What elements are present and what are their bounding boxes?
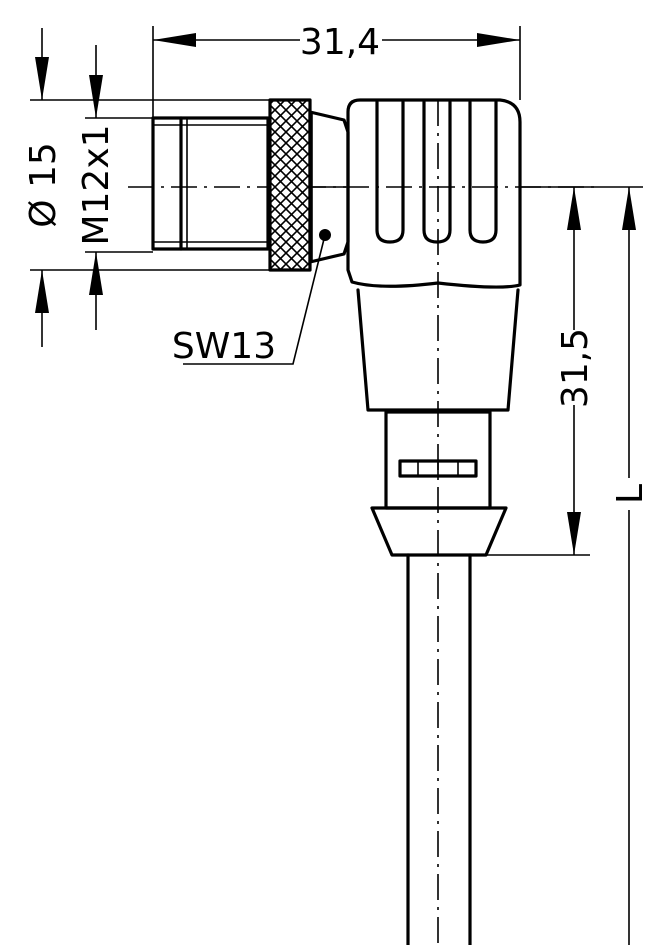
dimension-height bbox=[486, 186, 643, 556]
length-label: L bbox=[610, 484, 651, 504]
knurled-nut bbox=[268, 98, 312, 272]
wrench-size-leader bbox=[183, 229, 331, 365]
hex-nut bbox=[308, 110, 350, 264]
dimension-thread bbox=[85, 45, 153, 330]
cable-gland bbox=[370, 506, 508, 557]
threaded-sleeve bbox=[151, 116, 270, 251]
dimension-outer-diameter bbox=[30, 28, 270, 347]
connector-head bbox=[346, 98, 522, 289]
connector-body bbox=[356, 288, 520, 412]
wrench-size-label: SW13 bbox=[172, 326, 276, 367]
outer-diameter-label: Ø 15 bbox=[23, 142, 64, 228]
dimension-length bbox=[622, 187, 636, 945]
cable bbox=[406, 553, 472, 945]
height-label: 31,5 bbox=[555, 328, 596, 408]
overall-width-label: 31,4 bbox=[300, 22, 380, 63]
dimension-overall-width bbox=[152, 26, 521, 118]
thread-label: M12x1 bbox=[76, 124, 117, 245]
